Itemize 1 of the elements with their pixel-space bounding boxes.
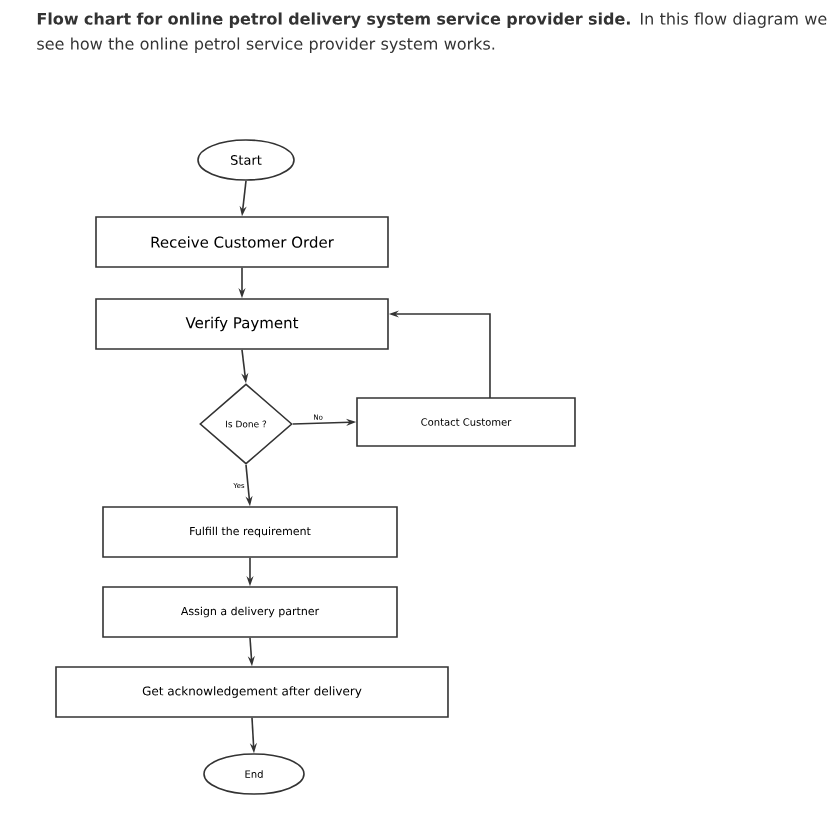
heading: Flow chart for online petrol delivery system service provider side. In this flow diagram we see how the online petrol service provider system works. [37, 12, 827, 53]
